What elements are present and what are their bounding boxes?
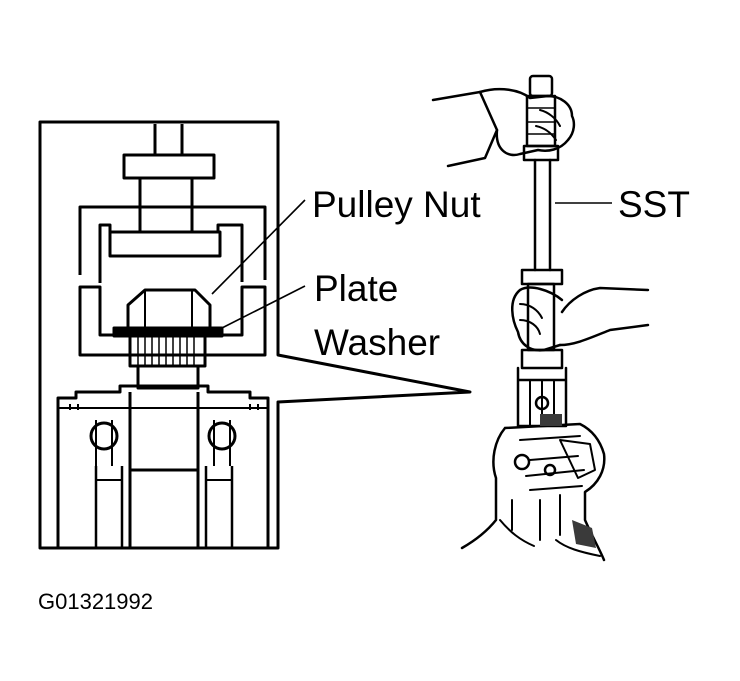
leader-lines — [211, 199, 612, 331]
figure-id: G01321992 — [38, 589, 153, 614]
pump-and-tool-illustration — [431, 74, 650, 562]
inset-bearing-left — [89, 421, 119, 451]
inset-pulley-nut — [126, 288, 212, 330]
label-plate: Plate — [314, 268, 398, 309]
inset-shaft-body — [136, 364, 200, 390]
detail-inset — [38, 120, 472, 550]
inset-stem — [138, 178, 194, 232]
inset-clamp-bar — [108, 230, 222, 258]
pulley-nut-leader — [211, 199, 306, 295]
label-pulley-nut: Pulley Nut — [312, 184, 481, 225]
label-washer: Washer — [314, 322, 440, 363]
inset-holder-outer — [78, 205, 267, 280]
label-sst: SST — [618, 184, 690, 225]
inset-pump-housing — [56, 384, 270, 548]
pump-body — [460, 422, 606, 562]
inset-lower-box — [78, 285, 267, 357]
sst-top-cap — [528, 74, 554, 98]
sst-shaft — [533, 158, 552, 272]
inset-spindle — [128, 392, 200, 472]
inset-frame — [38, 120, 472, 550]
inset-bearing-right — [207, 421, 237, 451]
lower-hand — [511, 286, 564, 352]
sst-cage — [516, 366, 568, 428]
sst-grip — [525, 94, 557, 148]
upper-arm — [431, 90, 499, 168]
plate-washer-leader — [217, 285, 306, 331]
inset-cap — [122, 153, 216, 180]
lower-arm — [558, 286, 650, 347]
inset-shaft — [153, 124, 184, 155]
